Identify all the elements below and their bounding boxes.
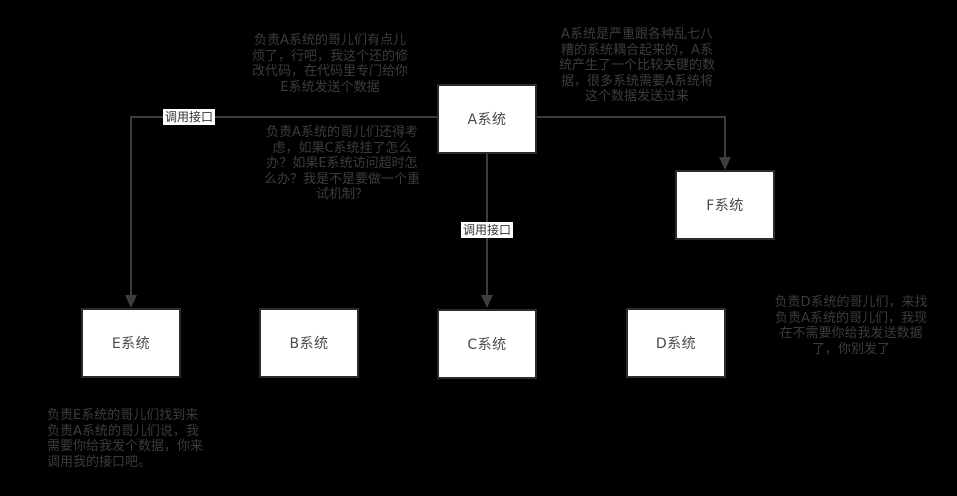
note-a-retry-concern: 负责A系统的哥儿们还得考 虑，如果C系统挂了怎么 办？如果E系统访问超时怎 么办… [263, 125, 420, 202]
node-system-a-label: A系统 [467, 112, 507, 128]
node-system-f: F系统 [675, 170, 775, 240]
edge-label-call-interface-e: 调用接口 [163, 109, 216, 125]
node-system-d-label: D系统 [655, 336, 697, 352]
node-system-d: D系统 [626, 308, 726, 378]
arrowhead-into-c-icon [481, 295, 493, 308]
node-system-a: A系统 [437, 84, 537, 154]
node-system-c: C系统 [437, 309, 537, 379]
node-system-f-label: F系统 [706, 198, 744, 214]
note-d-stop-sending: 负责D系统的哥儿们，来找 负责A系统的哥儿们，我现 在不需要你给我发送数据 了，… [774, 295, 928, 357]
node-system-e: E系统 [81, 308, 181, 378]
note-a-sends-to-e: 负责A系统的哥儿们有点儿 烦了，行吧，我这个还的修 改代码，在代码里专门给你 E… [251, 33, 408, 95]
node-system-b: B系统 [259, 308, 359, 378]
note-a-system-coupling: A系统是严重跟各种乱七八 糟的系统耦合起来的，A系 统产生了一个比较关键的数 据… [558, 27, 715, 104]
connector-a-to-f-vertical [724, 116, 726, 158]
node-system-c-label: C系统 [467, 337, 507, 353]
connector-a-to-e-vertical [130, 116, 132, 297]
edge-label-call-interface-c: 调用接口 [461, 222, 514, 238]
note-e-request-data: 负责E系统的哥儿们找到来 负责A系统的哥儿们说，我 需要你给我发个数据，你来 调… [47, 408, 204, 470]
arrowhead-into-f-icon [719, 157, 731, 170]
node-system-b-label: B系统 [289, 336, 329, 352]
node-system-e-label: E系统 [111, 336, 151, 352]
arrowhead-into-e-icon [125, 295, 137, 308]
connector-a-to-e-horizontal [131, 116, 438, 118]
connector-a-to-f-horizontal [537, 116, 726, 118]
